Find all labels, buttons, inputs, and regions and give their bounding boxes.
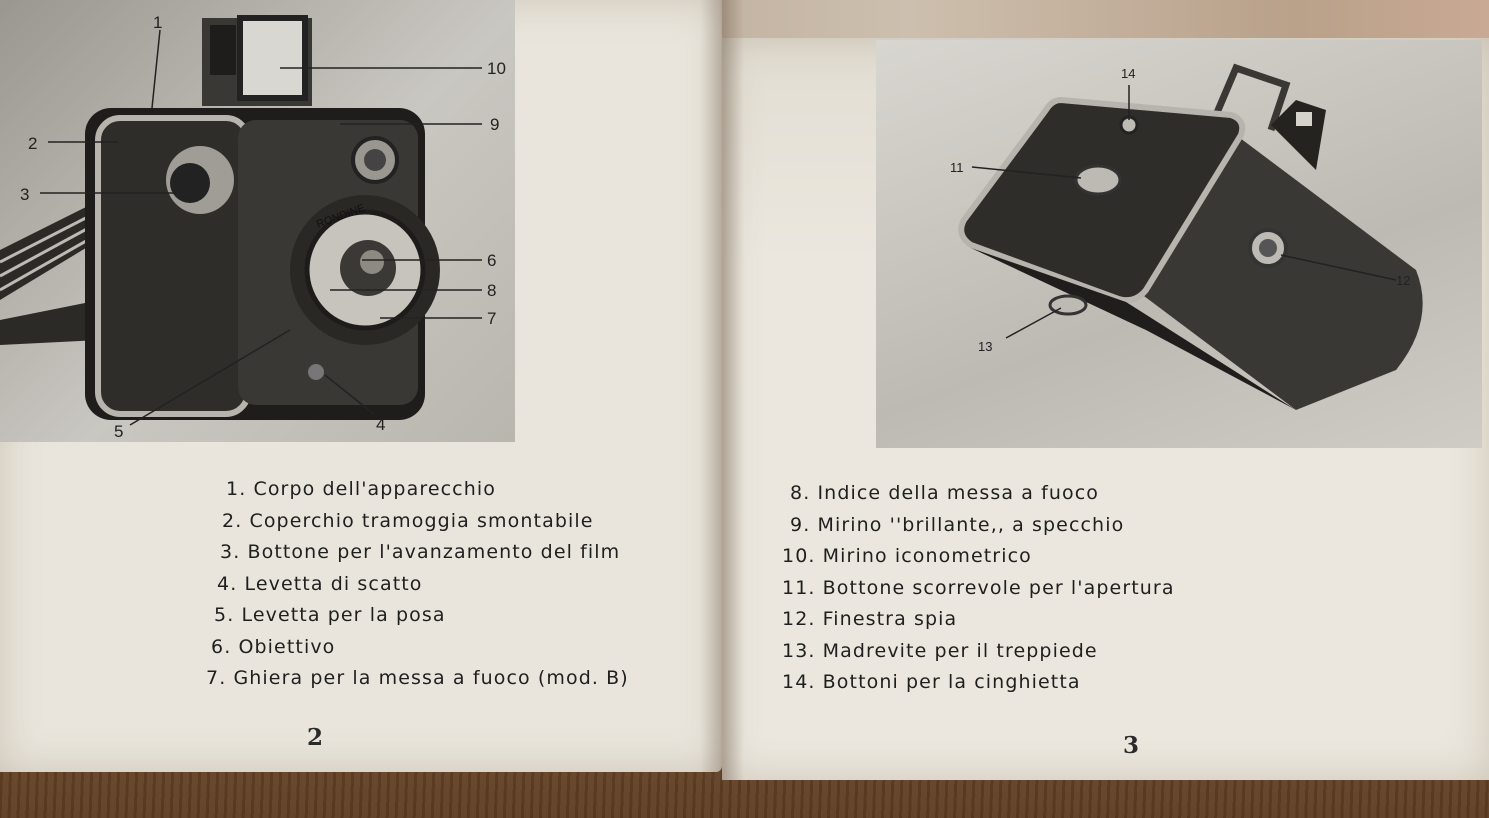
callout-2: 2: [28, 134, 38, 153]
callout-12: 12: [1396, 273, 1411, 288]
legend-right: 8. Indice della messa a fuoco 9. Mirino …: [782, 482, 1175, 703]
legend-item-1: 1. Corpo dell'apparecchio: [226, 478, 496, 500]
camera-rear-photo: 14 11 12 13: [876, 40, 1482, 448]
callout-5: 5: [114, 422, 124, 441]
legend-item-12: 12. Finestra spia: [782, 608, 958, 630]
callout-3: 3: [20, 185, 30, 204]
legend-item-2: 2. Coperchio tramoggia smontabile: [222, 509, 594, 532]
callout-13: 13: [978, 339, 993, 354]
legend-item-7: 7. Ghiera per la messa a fuoco (mod. B): [206, 667, 629, 689]
legend-item-6: 6. Obiettivo: [211, 635, 336, 658]
callout-1: 1: [153, 13, 163, 32]
page-number-left: 2: [307, 724, 324, 751]
callout-7: 7: [487, 309, 497, 328]
callout-10: 10: [487, 59, 506, 78]
camera-front-photo: RONDINE 1 2 3 10 9 6 8 7 5 4: [0, 0, 515, 442]
legend-left: 1. Corpo dell'apparecchio 2. Coperchio t…: [206, 478, 629, 699]
camera-front-illustration: RONDINE: [0, 15, 482, 426]
callout-4: 4: [376, 415, 386, 434]
legend-item-5: 5. Levetta per la posa: [214, 604, 446, 626]
camera-rear-illustration: [958, 63, 1423, 410]
legend-item-13: 13. Madrevite per il treppiede: [782, 639, 1098, 662]
callout-6: 6: [487, 251, 497, 270]
legend-item-3: 3. Bottone per l'avanzamento del film: [220, 541, 621, 563]
legend-item-4: 4. Levetta di scatto: [217, 572, 423, 595]
legend-item-14: 14. Bottoni per la cinghietta: [782, 671, 1081, 693]
legend-item-11: 11. Bottone scorrevole per l'apertura: [782, 576, 1175, 599]
page-number-right: 3: [1123, 732, 1140, 759]
legend-item-8: 8. Indice della messa a fuoco: [790, 482, 1100, 504]
booklet-spine-fold: [700, 0, 744, 780]
legend-item-10: 10. Mirino iconometrico: [782, 545, 1032, 567]
callout-14: 14: [1121, 66, 1136, 81]
callout-11: 11: [950, 160, 964, 175]
callout-9: 9: [490, 115, 500, 134]
callout-8: 8: [487, 281, 497, 300]
legend-item-9: 9. Mirino ''brillante,, a specchio: [790, 513, 1125, 536]
